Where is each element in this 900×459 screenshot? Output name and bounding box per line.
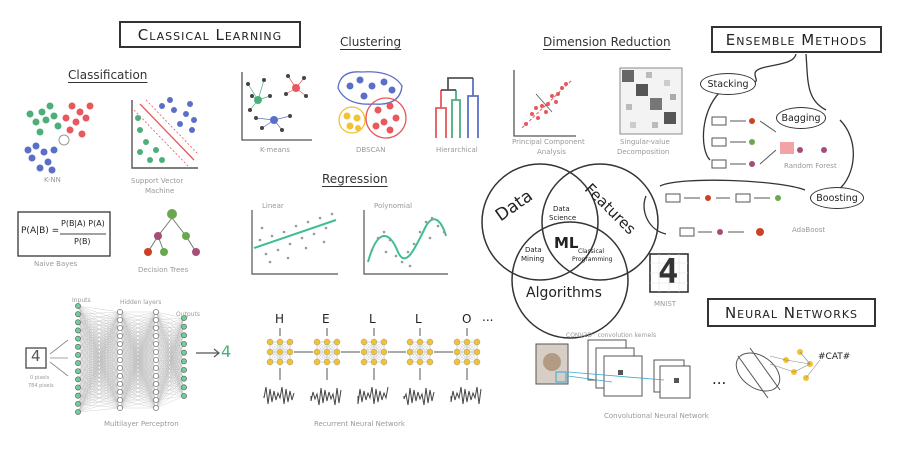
ensemble-flow-rows — [665, 116, 827, 237]
caption-hierarchical: Hierarchical — [436, 146, 478, 154]
section-ensemble-methods-label: Ensemble Methods — [725, 30, 868, 49]
section-classical-learning-label: Classical Learning — [137, 25, 283, 44]
decision-tree-drawing — [144, 209, 200, 256]
caption-cnn-label: CONV2D · convolution kernels — [566, 332, 657, 339]
polynomial-regression-plot — [363, 210, 448, 275]
caption-random-forest: Random Forest — [784, 162, 837, 170]
mnist-grid — [650, 254, 688, 292]
boosting-bubble: Boosting — [810, 187, 864, 209]
bayes-numerator: P(B|A) P(A) — [61, 219, 105, 228]
venn-classical-2: Programming — [572, 256, 613, 263]
venn-data-science-1: Data — [553, 205, 570, 213]
venn-diagram — [481, 163, 659, 339]
caption-knn: K-NN — [44, 176, 61, 184]
cnn-output-label: #CAT# — [818, 352, 851, 362]
stacking-bubble: Stacking — [700, 73, 756, 95]
mlp-output-digit: 4 — [221, 342, 232, 361]
caption-mlp-pixels-1: 0 pixels — [30, 375, 50, 381]
caption-mnist: MNIST — [654, 300, 677, 308]
caption-mlp-outputs: Outputs — [176, 311, 200, 318]
rnn-letter-e: E — [322, 312, 330, 326]
rnn-letter-l2: L — [415, 312, 422, 326]
rnn-letter-h: H — [275, 312, 285, 326]
section-neural-networks: Neural Networks — [707, 298, 876, 327]
venn-classical-1: Classical — [578, 248, 605, 255]
venn-data-mining-2: Mining — [521, 255, 545, 263]
caption-rnn: Recurrent Neural Network — [314, 420, 405, 428]
caption-mlp-hidden: Hidden layers — [120, 299, 162, 306]
caption-kmeans: K-means — [260, 146, 290, 154]
bayes-lhs: P(A|B) = — [21, 226, 60, 236]
section-classical-learning: Classical Learning — [119, 21, 301, 48]
heading-clustering: Clustering — [340, 35, 402, 49]
caption-polynomial: Polynomial — [374, 202, 413, 210]
caption-mlp: Multilayer Perceptron — [104, 420, 179, 428]
caption-pca-1: Principal Component — [512, 138, 585, 146]
caption-mlp-pixels-2: 784 pixels — [28, 383, 54, 389]
rnn-ellipsis: ... — [482, 310, 494, 324]
rnn-network — [263, 328, 482, 406]
caption-svd-1: Singular-value — [620, 138, 670, 146]
caption-naive-bayes: Naive Bayes — [34, 260, 78, 268]
venn-data-mining-1: Data — [525, 246, 542, 254]
section-ensemble-methods: Ensemble Methods — [711, 26, 882, 53]
mlp-network — [25, 303, 220, 415]
svd-matrix — [619, 67, 683, 135]
pca-plot — [513, 70, 576, 137]
heading-regression: Regression — [322, 172, 388, 186]
stacking-label: Stacking — [707, 78, 749, 90]
venn-algorithms-label: Algorithms — [526, 285, 602, 301]
knn-scatter — [24, 102, 94, 174]
rnn-letter-l1: L — [369, 312, 376, 326]
cnn-network — [535, 339, 821, 399]
venn-center-label: ML — [554, 234, 579, 252]
caption-linear: Linear — [262, 202, 284, 210]
mnist-digit: 4 — [658, 252, 679, 292]
bagging-bubble: Bagging — [776, 107, 826, 129]
bayes-denominator: P(B) — [74, 237, 91, 246]
caption-dbscan: DBSCAN — [356, 146, 386, 154]
dbscan-plot — [337, 71, 407, 139]
boosting-label: Boosting — [816, 192, 858, 204]
heading-dimension-reduction: Dimension Reduction — [543, 35, 671, 49]
caption-cnn: Convolutional Neural Network — [604, 412, 709, 420]
caption-svm-1: Support Vector — [131, 177, 184, 185]
caption-mlp-inputs: Inputs — [72, 297, 91, 304]
section-neural-networks-label: Neural Networks — [724, 303, 859, 322]
caption-svd-2: Decomposition — [617, 148, 670, 156]
bagging-label: Bagging — [781, 112, 821, 124]
ensemble-connectors — [643, 53, 854, 235]
caption-adaboost: AdaBoost — [792, 226, 826, 234]
caption-svm-2: Machine — [145, 187, 175, 195]
linear-regression-plot — [251, 210, 338, 275]
rnn-letter-o: O — [462, 312, 472, 326]
hierarchical-dendrogram — [435, 77, 479, 138]
svm-plot — [131, 97, 199, 169]
cnn-ellipsis: ... — [712, 370, 727, 388]
caption-decision-trees: Decision Trees — [138, 266, 189, 274]
mlp-input-digit: 4 — [31, 347, 41, 365]
kmeans-plot — [241, 72, 312, 141]
heading-classification: Classification — [68, 68, 148, 82]
caption-pca-2: Analysis — [537, 148, 566, 156]
venn-data-science-2: Science — [549, 214, 577, 222]
